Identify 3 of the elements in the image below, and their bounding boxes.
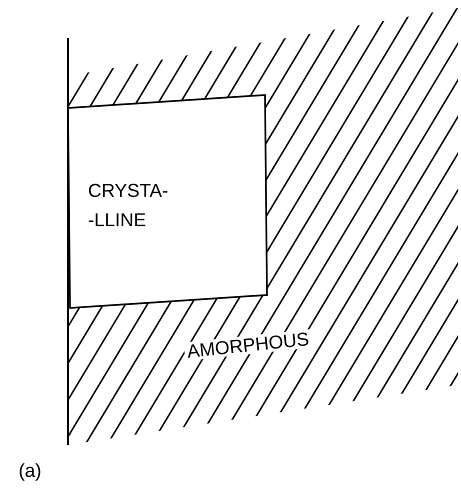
- node-label: AMORPHOUS: [188, 332, 308, 358]
- crystal-box: CRYSTA- -LLINE: [67, 94, 268, 309]
- panel-label: (a): [20, 463, 40, 481]
